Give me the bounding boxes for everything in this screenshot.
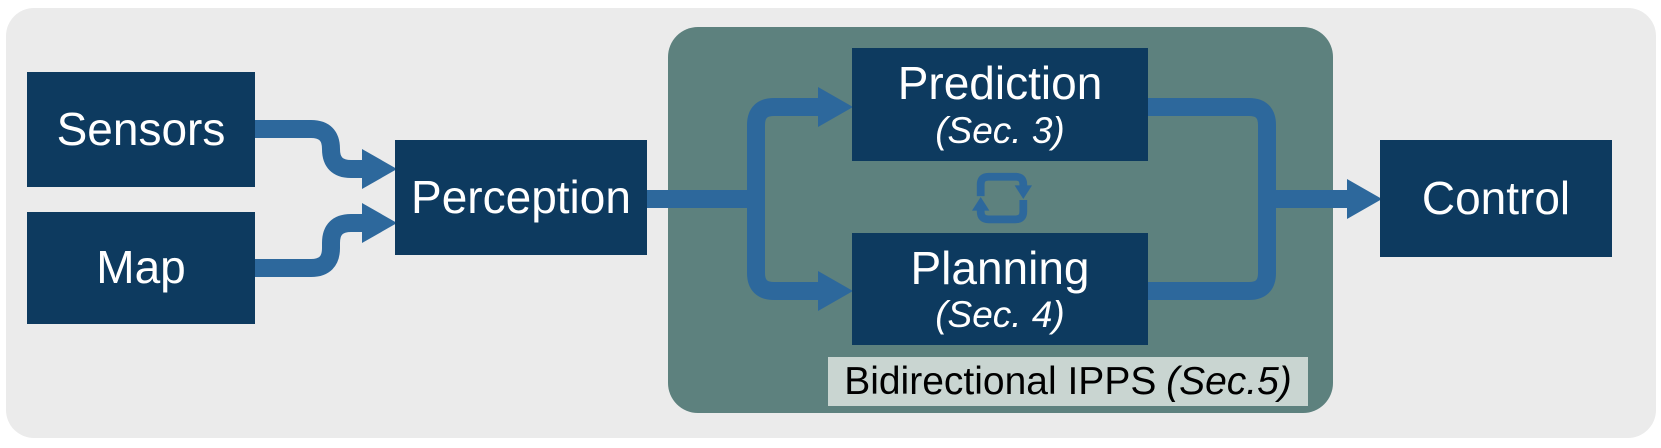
- node-sensors-label: Sensors: [56, 102, 226, 155]
- node-sensors: Sensors: [27, 72, 255, 187]
- node-prediction-section: (Sec. 3): [935, 109, 1065, 151]
- ipps-caption-text: Bidirectional IPPS: [844, 359, 1157, 403]
- ipps-caption-section: (Sec.5): [1166, 359, 1292, 403]
- node-control-label: Control: [1421, 171, 1571, 224]
- connector-sensors-to-perception: [255, 120, 397, 189]
- connector-map-to-perception: [255, 203, 397, 277]
- node-map-label: Map: [96, 241, 186, 294]
- connector-perception-fork: [647, 87, 853, 311]
- node-prediction: Prediction (Sec. 3): [852, 48, 1148, 161]
- node-planning-label: Planning: [910, 241, 1090, 294]
- arrowhead-into-planning: [818, 271, 853, 311]
- connector-merge-to-control: [1148, 98, 1382, 300]
- arrowhead-into-control: [1347, 179, 1382, 219]
- node-planning-section: (Sec. 4): [935, 294, 1065, 336]
- bidirectional-cycle-icon: [971, 172, 1033, 224]
- node-planning: Planning (Sec. 4): [852, 233, 1148, 345]
- node-perception-label: Perception: [411, 170, 631, 223]
- node-control: Control: [1380, 140, 1612, 257]
- arrowhead-into-perception-bottom: [362, 203, 397, 243]
- arrowhead-into-perception-top: [362, 149, 397, 189]
- node-perception: Perception: [395, 140, 647, 255]
- node-map: Map: [27, 212, 255, 324]
- ipps-caption: Bidirectional IPPS (Sec.5): [828, 357, 1308, 406]
- arrowhead-into-prediction: [818, 87, 853, 127]
- node-prediction-label: Prediction: [897, 57, 1103, 110]
